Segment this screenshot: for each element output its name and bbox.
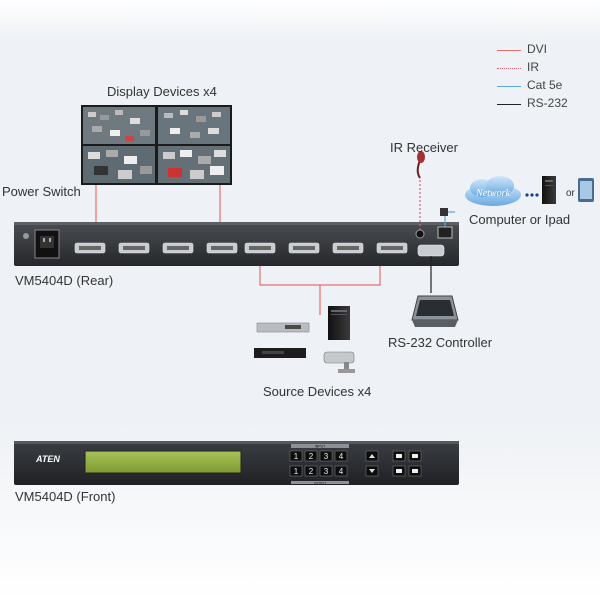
computer-or-ipad-label: Computer or Ipad — [469, 212, 571, 227]
display-wall — [81, 105, 232, 185]
chevron-down-icon — [369, 469, 375, 473]
input-key-3[interactable] — [319, 450, 333, 462]
connection-dots — [525, 193, 539, 197]
legend-item-dvi: DVI — [497, 42, 597, 60]
legend-label: DVI — [527, 42, 548, 56]
lan-plug-icon — [440, 208, 448, 216]
computer-tower-icon — [542, 176, 556, 204]
legend-label: IR — [527, 60, 539, 74]
input-key-label: 3 — [324, 452, 329, 461]
rear-unit — [14, 222, 459, 266]
power-switch-label: Power Switch — [2, 184, 81, 199]
input-key-4[interactable] — [334, 450, 348, 462]
dvi-output-cables — [95, 185, 221, 222]
display-devices-label: Display Devices x4 — [107, 84, 217, 99]
source-devices-label: Source Devices x4 — [263, 384, 372, 399]
input-key-1[interactable] — [289, 450, 303, 462]
input-header: INPUT — [315, 445, 326, 449]
display-screen-3 — [83, 146, 155, 183]
output-key-label: 3 — [324, 467, 329, 476]
rear-unit-label: VM5404D (Rear) — [15, 273, 114, 288]
output-header: OUTPUT — [314, 481, 327, 485]
rs232-port[interactable] — [417, 244, 445, 257]
input-key-label: 1 — [294, 452, 299, 461]
output-key-label: 4 — [339, 467, 344, 476]
output-header-bar — [291, 481, 349, 484]
front-unit: ATEN INPUT OUTPUT 1 2 3 4 — [14, 441, 459, 485]
legend-swatch — [497, 86, 521, 87]
ir-receiver-icon — [416, 151, 425, 179]
display-screen-4 — [158, 146, 230, 183]
input-header-bar — [291, 444, 349, 448]
rs232-controller-label: RS-232 Controller — [388, 335, 493, 350]
rs232-controller-icon — [411, 295, 459, 327]
legend-label: RS-232 — [527, 96, 568, 110]
legend-item-ir: IR — [497, 60, 597, 78]
source-devices-icon — [254, 306, 355, 373]
legend-swatch — [497, 50, 521, 51]
legend-item-rs232: RS-232 — [497, 96, 597, 114]
legend-item-cat5e: Cat 5e — [497, 78, 597, 96]
ir-jack[interactable] — [415, 229, 425, 239]
input-key-label: 2 — [309, 452, 314, 461]
input-key-label: 4 — [339, 452, 344, 461]
brand-logo: ATEN — [35, 454, 60, 464]
front-unit-label: VM5404D (Front) — [15, 489, 116, 504]
chevron-up-icon — [369, 454, 375, 458]
ir-receiver-label: IR Receiver — [390, 140, 458, 155]
output-key-label: 1 — [294, 467, 299, 476]
output-key-3[interactable] — [319, 465, 333, 477]
legend-swatch — [497, 68, 521, 69]
display-screen-2 — [158, 107, 230, 144]
network-label: Network — [475, 188, 510, 199]
output-keys: 1 2 3 4 — [289, 465, 348, 477]
legend-label: Cat 5e — [527, 78, 563, 92]
power-socket[interactable] — [34, 229, 60, 259]
output-key-4[interactable] — [334, 465, 348, 477]
dvi-input-cables — [259, 266, 381, 315]
network-cloud-icon — [465, 176, 521, 206]
input-key-2[interactable] — [304, 450, 318, 462]
display-screen-1 — [83, 107, 155, 144]
output-key-2[interactable] — [304, 465, 318, 477]
input-keys: 1 2 3 4 — [289, 450, 348, 462]
lcd-display — [84, 450, 242, 474]
or-label: or — [566, 188, 576, 199]
legend-swatch — [497, 104, 521, 105]
output-key-label: 2 — [309, 467, 314, 476]
ipad-icon — [578, 178, 594, 202]
output-key-1[interactable] — [289, 465, 303, 477]
ground-screw-icon — [23, 233, 29, 239]
lan-port[interactable] — [437, 226, 453, 239]
